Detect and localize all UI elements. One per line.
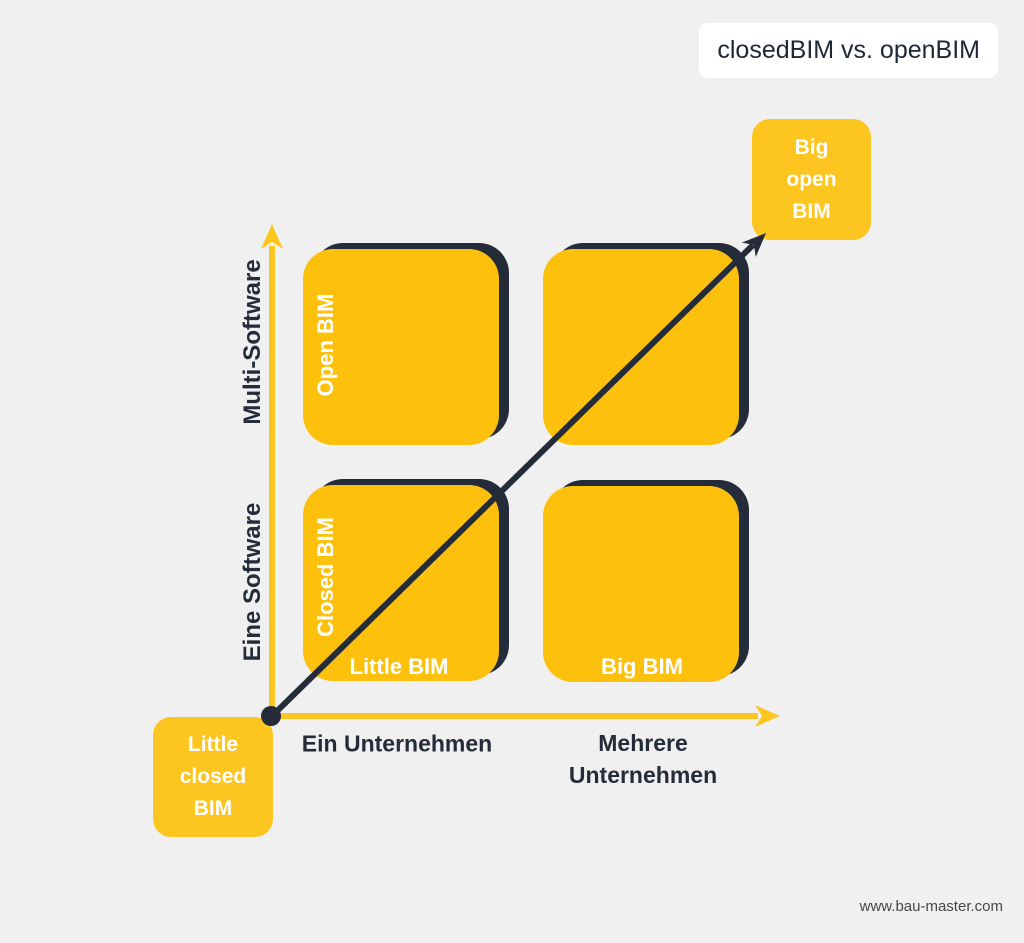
big-bim-label: Big BIM [601, 654, 683, 679]
big-open-bim-line-1: Big [794, 135, 829, 159]
little-closed-bim-box: Little closed BIM [153, 717, 273, 837]
diagram-title: closedBIM vs. openBIM [717, 36, 980, 64]
x-axis-arrowhead-icon [755, 705, 780, 727]
diagram-title-box: closedBIM vs. openBIM [699, 23, 998, 78]
x-axis-left-label: Ein Unternehmen [301, 730, 493, 757]
x-axis-right-label: Mehrere Unternehmen [568, 730, 718, 788]
big-open-bim-line-2: open [786, 167, 837, 191]
little-closed-bim-line-1: Little [187, 733, 239, 756]
quadrant-big-bim [543, 486, 739, 682]
y-axis-upper-label: Multi-Software [239, 259, 266, 425]
open-bim-label: Open BIM [313, 293, 338, 397]
little-closed-bim-line-2: closed [179, 765, 247, 788]
big-open-bim-box: Big open BIM [752, 119, 871, 240]
quadrant-top-right [543, 249, 739, 445]
little-bim-label: Little BIM [349, 654, 449, 679]
little-closed-bim-line-3: BIM [193, 797, 233, 820]
closed-bim-label: Closed BIM [313, 517, 338, 637]
website-url: www.bau-master.com [859, 898, 1003, 915]
y-axis-lower-label: Eine Software [239, 502, 266, 662]
big-open-bim-line-3: BIM [792, 199, 831, 223]
y-axis-arrowhead-icon [261, 224, 283, 249]
